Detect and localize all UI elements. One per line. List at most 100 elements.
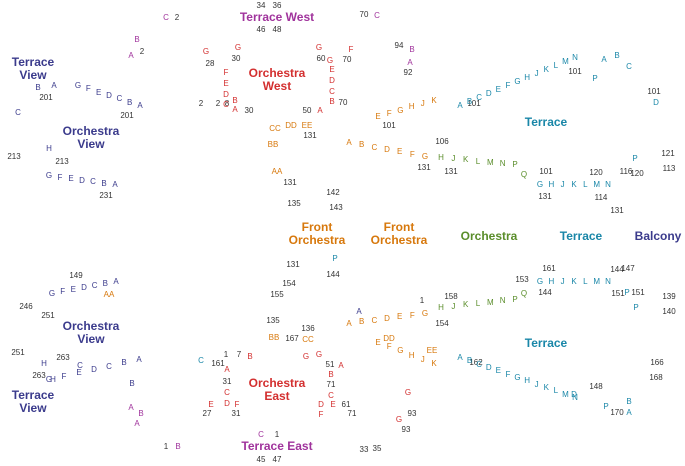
section-terrace-mid[interactable]: Terrace xyxy=(559,229,603,243)
seat-label: 93 xyxy=(407,409,417,418)
section-front-orchestra-right-line2: Orchestra xyxy=(370,233,428,247)
row-letter: J xyxy=(420,99,425,109)
row-letter: N xyxy=(499,158,506,168)
row-letter: F xyxy=(386,108,392,118)
seat-label: 140 xyxy=(662,307,676,316)
row-letter: K xyxy=(462,300,469,310)
seat-label: 168 xyxy=(649,373,663,382)
seat-label: D xyxy=(653,98,659,107)
seat-label: 144 xyxy=(610,265,624,274)
row-letter: A xyxy=(457,353,463,362)
seat-label: A xyxy=(224,365,230,374)
row-letter: F xyxy=(386,342,392,352)
row-letter: L xyxy=(475,156,481,166)
seat-label: 144 xyxy=(326,270,340,279)
seat-label: CC xyxy=(302,335,314,344)
row-letter: E xyxy=(76,368,82,378)
seat-label: G xyxy=(302,352,310,361)
section-orchestra-view-bottom-line2: View xyxy=(77,332,105,346)
seat-label: 46 xyxy=(256,25,266,34)
seat-label: C xyxy=(374,11,380,20)
seat-label: F xyxy=(223,68,229,77)
row-letter: D xyxy=(91,365,97,374)
row-letter: L xyxy=(583,180,588,189)
section-terrace-east[interactable]: Terrace East xyxy=(241,439,313,453)
row-letter: F xyxy=(505,81,511,90)
seat-label: 101 xyxy=(568,67,582,76)
row-letter: D xyxy=(81,283,87,292)
section-terrace-view-bottom-line1: Terrace xyxy=(11,388,55,402)
seat-label: 8 xyxy=(224,99,230,108)
row-letter: K xyxy=(543,383,549,392)
row-letter: B xyxy=(358,317,365,327)
seat-label: E xyxy=(208,400,214,409)
seat-label: 136 xyxy=(301,324,315,333)
seat-label: 101 xyxy=(647,87,661,96)
seat-label: 251 xyxy=(11,348,25,357)
row-letter: A xyxy=(136,355,142,364)
seat-label: C xyxy=(329,87,335,96)
row-letter: J xyxy=(534,69,539,78)
row-letter: G xyxy=(45,171,53,180)
row-letter: M xyxy=(593,180,600,189)
seat-label: 30 xyxy=(244,106,254,115)
seat-label: 131 xyxy=(610,206,624,215)
seat-label: 2 xyxy=(174,13,180,22)
section-orchestra-view-bottom-line1: Orchestra xyxy=(62,319,120,333)
row-letter: G xyxy=(397,105,404,115)
seat-label: C xyxy=(224,388,230,397)
seat-label: 70 xyxy=(342,55,352,64)
row-letter: A xyxy=(346,319,352,328)
row-letter: G xyxy=(514,77,521,86)
seat-label: 35 xyxy=(372,444,382,453)
seat-label: A xyxy=(134,419,140,428)
seat-label: B xyxy=(129,379,135,388)
row-letter: F xyxy=(85,84,91,94)
row-letter: D xyxy=(485,89,492,98)
seat-label: 201 xyxy=(120,111,134,120)
seat-label: P xyxy=(592,74,598,83)
row-letter: E xyxy=(70,285,76,294)
seat-label: 28 xyxy=(205,59,215,68)
seat-label: B xyxy=(626,397,632,406)
seat-label: 48 xyxy=(272,25,282,34)
row-letter: A xyxy=(346,138,352,147)
section-orchestra-west-line2: West xyxy=(262,79,292,93)
row-letter: H xyxy=(548,277,555,286)
seat-label: B xyxy=(409,45,415,54)
seat-label: 113 xyxy=(662,164,676,173)
seat-label: 1 xyxy=(223,350,229,359)
seat-label: A xyxy=(407,58,413,67)
row-letter: F xyxy=(505,369,511,379)
row-letter: A xyxy=(137,101,143,110)
row-letter: J xyxy=(560,277,565,286)
seat-label: 143 xyxy=(329,203,343,212)
seat-label: 142 xyxy=(326,188,340,197)
seat-label: 153 xyxy=(515,275,529,284)
section-balcony[interactable]: Balcony xyxy=(634,229,682,243)
seat-label: A xyxy=(601,55,607,64)
row-letter: H xyxy=(524,73,530,82)
row-letter: B xyxy=(466,97,473,106)
seat-label: 101 xyxy=(539,167,553,176)
row-letter: C xyxy=(90,177,96,186)
seat-label: D xyxy=(329,76,335,85)
seat-label: B xyxy=(175,442,181,451)
section-terrace-west[interactable]: Terrace West xyxy=(239,10,315,24)
row-letter: G xyxy=(421,152,429,161)
row-letter: B xyxy=(102,279,108,288)
section-orchestra-east-line1: Orchestra xyxy=(248,376,306,390)
section-terrace-bottom[interactable]: Terrace xyxy=(524,336,568,350)
section-terrace-top[interactable]: Terrace xyxy=(524,115,568,129)
section-orchestra[interactable]: Orchestra xyxy=(460,229,518,243)
row-letter: K xyxy=(571,277,577,286)
seat-label: 47 xyxy=(272,455,282,464)
